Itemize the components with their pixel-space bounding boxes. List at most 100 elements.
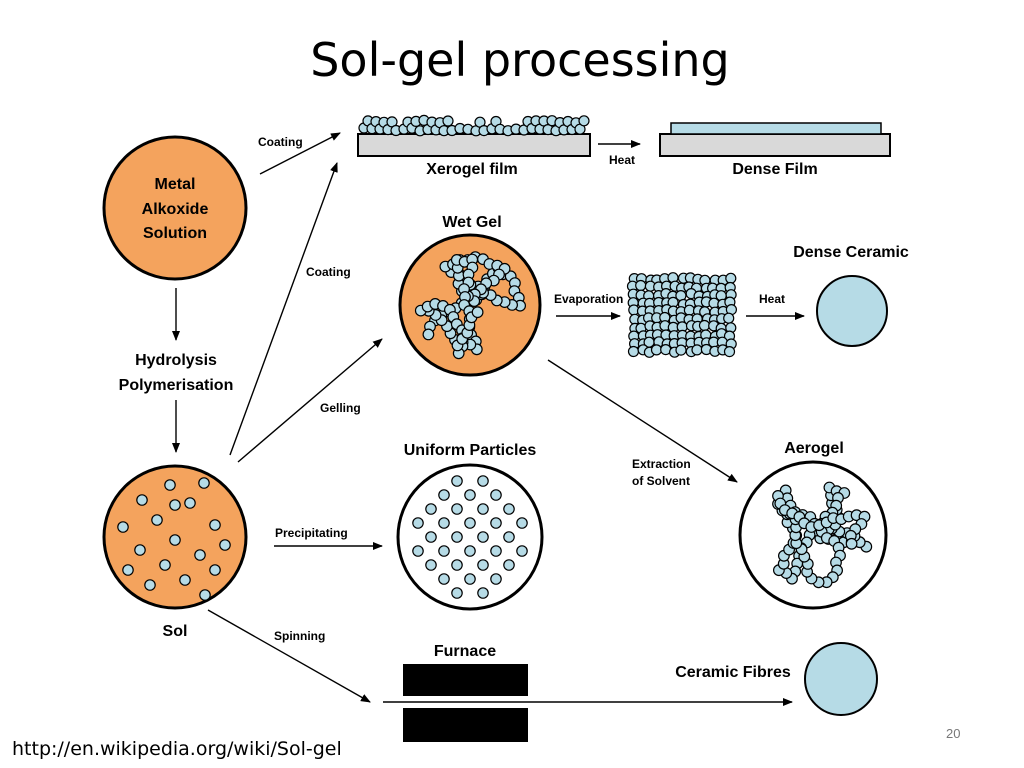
sol-particles (117, 477, 231, 601)
sol-particle (184, 497, 196, 509)
source-url[interactable]: http://en.wikipedia.org/wiki/Sol-gel (12, 738, 342, 760)
block-particle (627, 345, 640, 358)
uniform-particle (438, 489, 450, 501)
sol-particle (198, 477, 210, 489)
uniform-particle (425, 531, 437, 543)
spinning-label: Spinning (274, 629, 325, 643)
furnace-bottom-block (403, 708, 528, 742)
uniform-particle (516, 545, 528, 557)
sol-particle (219, 539, 231, 551)
wet-gel-particle (422, 328, 435, 341)
gelling-label: Gelling (320, 401, 361, 415)
sol-particle (134, 544, 146, 556)
uniform-particle (412, 517, 424, 529)
uniform-particle (464, 489, 476, 501)
block-particle (635, 279, 647, 292)
sol-particle (151, 514, 163, 526)
uniform-particle (451, 503, 463, 515)
dense-ceramic-node (816, 275, 888, 347)
xerogel-film-label: Xerogel film (426, 161, 518, 178)
uniform-particle (464, 517, 476, 529)
uniform-particle (503, 559, 515, 571)
uniform-particle (477, 503, 489, 515)
uniform-particles-label: Uniform Particles (404, 442, 537, 459)
sol-particle (122, 564, 134, 576)
sol-particle (117, 521, 129, 533)
sol-particle (209, 519, 221, 531)
aerogel-particle (845, 537, 858, 550)
xerogel-particles (358, 114, 590, 137)
uniform-particle (438, 573, 450, 585)
xerogel-film (357, 114, 591, 157)
metal-alkoxide-node: Metal Alkoxide Solution (102, 135, 248, 281)
block-particle (691, 344, 703, 356)
heat-film-label: Heat (609, 153, 635, 167)
uniform-particle (516, 517, 528, 529)
aerogel-node (738, 460, 888, 610)
extraction-label-2: of Solvent (632, 474, 690, 488)
xerogel-particle (578, 115, 590, 127)
wet-gel-node (398, 233, 542, 377)
uniform-particle (412, 545, 424, 557)
uniform-particle (464, 545, 476, 557)
block-particle (698, 319, 711, 332)
xerogel-block (626, 272, 738, 358)
wet-gel-particle (471, 306, 484, 319)
uniform-particles-node (396, 463, 544, 611)
sol-label: Sol (163, 623, 188, 640)
sol-particle (169, 534, 181, 546)
furnace-label: Furnace (434, 643, 496, 660)
block-particle (725, 272, 737, 284)
uniform-particle (477, 475, 489, 487)
block-particle (683, 304, 696, 316)
uniform-particle (425, 503, 437, 515)
coating-top-label: Coating (258, 135, 303, 149)
dense-film (659, 122, 891, 157)
uniform-particle (464, 573, 476, 585)
uniform-particle (490, 489, 502, 501)
sol-node (102, 464, 248, 610)
xerogel-particle (442, 115, 454, 127)
furnace-top-block (403, 664, 528, 696)
sol-particle (164, 479, 176, 491)
block-particle (723, 346, 736, 358)
page-number: 20 (946, 726, 960, 741)
ceramic-fibres-node (804, 642, 878, 716)
block-particle (675, 344, 687, 356)
polymerisation-label: Polymerisation (119, 377, 234, 394)
coating-mid-label: Coating (306, 265, 351, 279)
metal-alkoxide-line-1: Metal (155, 176, 196, 193)
sol-particle (169, 499, 181, 511)
uniform-particle (438, 545, 450, 557)
sol-particle (209, 564, 221, 576)
wet-gel-particles (414, 251, 526, 360)
uniform-particle (490, 545, 502, 557)
arrow-extraction (547, 359, 738, 483)
uniform-particle (425, 559, 437, 571)
uniform-particle (477, 587, 489, 599)
sol-particle (194, 549, 206, 561)
arrow-gelling (237, 338, 383, 463)
extraction-label-1: Extraction (632, 457, 691, 471)
uniform-particles-dots (412, 475, 528, 599)
arrow-coating-mid (229, 162, 338, 456)
sol-particle (179, 574, 191, 586)
uniform-particle (503, 531, 515, 543)
block-particle (650, 344, 663, 356)
uniform-particle (477, 559, 489, 571)
slide-title: Sol-gel processing (310, 33, 730, 87)
uniform-particle (490, 573, 502, 585)
arrow-spinning (207, 609, 371, 703)
uniform-particle (503, 503, 515, 515)
sol-particle (159, 559, 171, 571)
uniform-particle (490, 517, 502, 529)
uniform-particle (451, 475, 463, 487)
metal-alkoxide-line-3: Solution (143, 225, 207, 242)
dense-ceramic-label: Dense Ceramic (793, 244, 909, 261)
uniform-particle (477, 531, 489, 543)
uniform-particle (438, 517, 450, 529)
metal-alkoxide-line-2: Alkoxide (142, 201, 209, 218)
block-particle (723, 312, 735, 324)
uniform-particle (451, 587, 463, 599)
